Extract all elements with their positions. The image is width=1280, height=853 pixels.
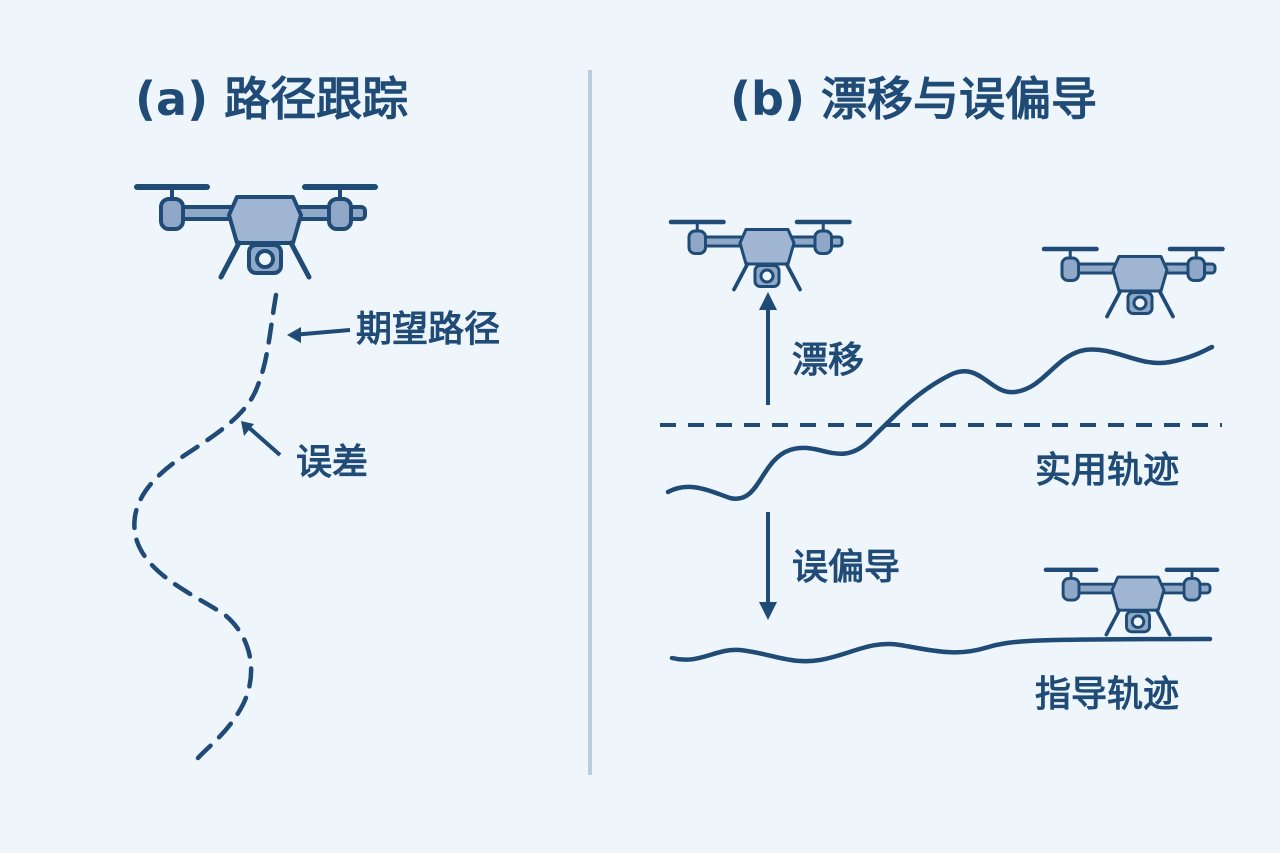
drone-icon-b3 (1046, 570, 1217, 635)
drone-icon-b2 (1044, 249, 1223, 317)
desired-path-label: 期望路径 (356, 309, 501, 350)
guided-trajectory-label: 指导轨迹 (1035, 674, 1180, 715)
panel-b-title: (b) 漂移与误偏导 (730, 72, 1097, 126)
practical-trajectory (665, 344, 1215, 501)
guided-trajectory (669, 636, 1213, 664)
misguidance-label: 误偏导 (792, 547, 901, 588)
error-arrow-icon (241, 421, 254, 436)
desired-path-arrow-icon (287, 327, 301, 343)
drone-icon-b1 (671, 222, 850, 290)
desired-path (132, 292, 279, 761)
drift-arrow-icon (759, 292, 777, 310)
panel-a-title: (a) 路径跟踪 (135, 72, 409, 126)
drone-icon-a (137, 187, 375, 277)
misguidance-arrow-icon (759, 602, 777, 620)
practical-trajectory-label: 实用轨迹 (1035, 450, 1180, 491)
drift-label: 漂移 (792, 340, 865, 381)
error-label: 误差 (296, 442, 369, 483)
